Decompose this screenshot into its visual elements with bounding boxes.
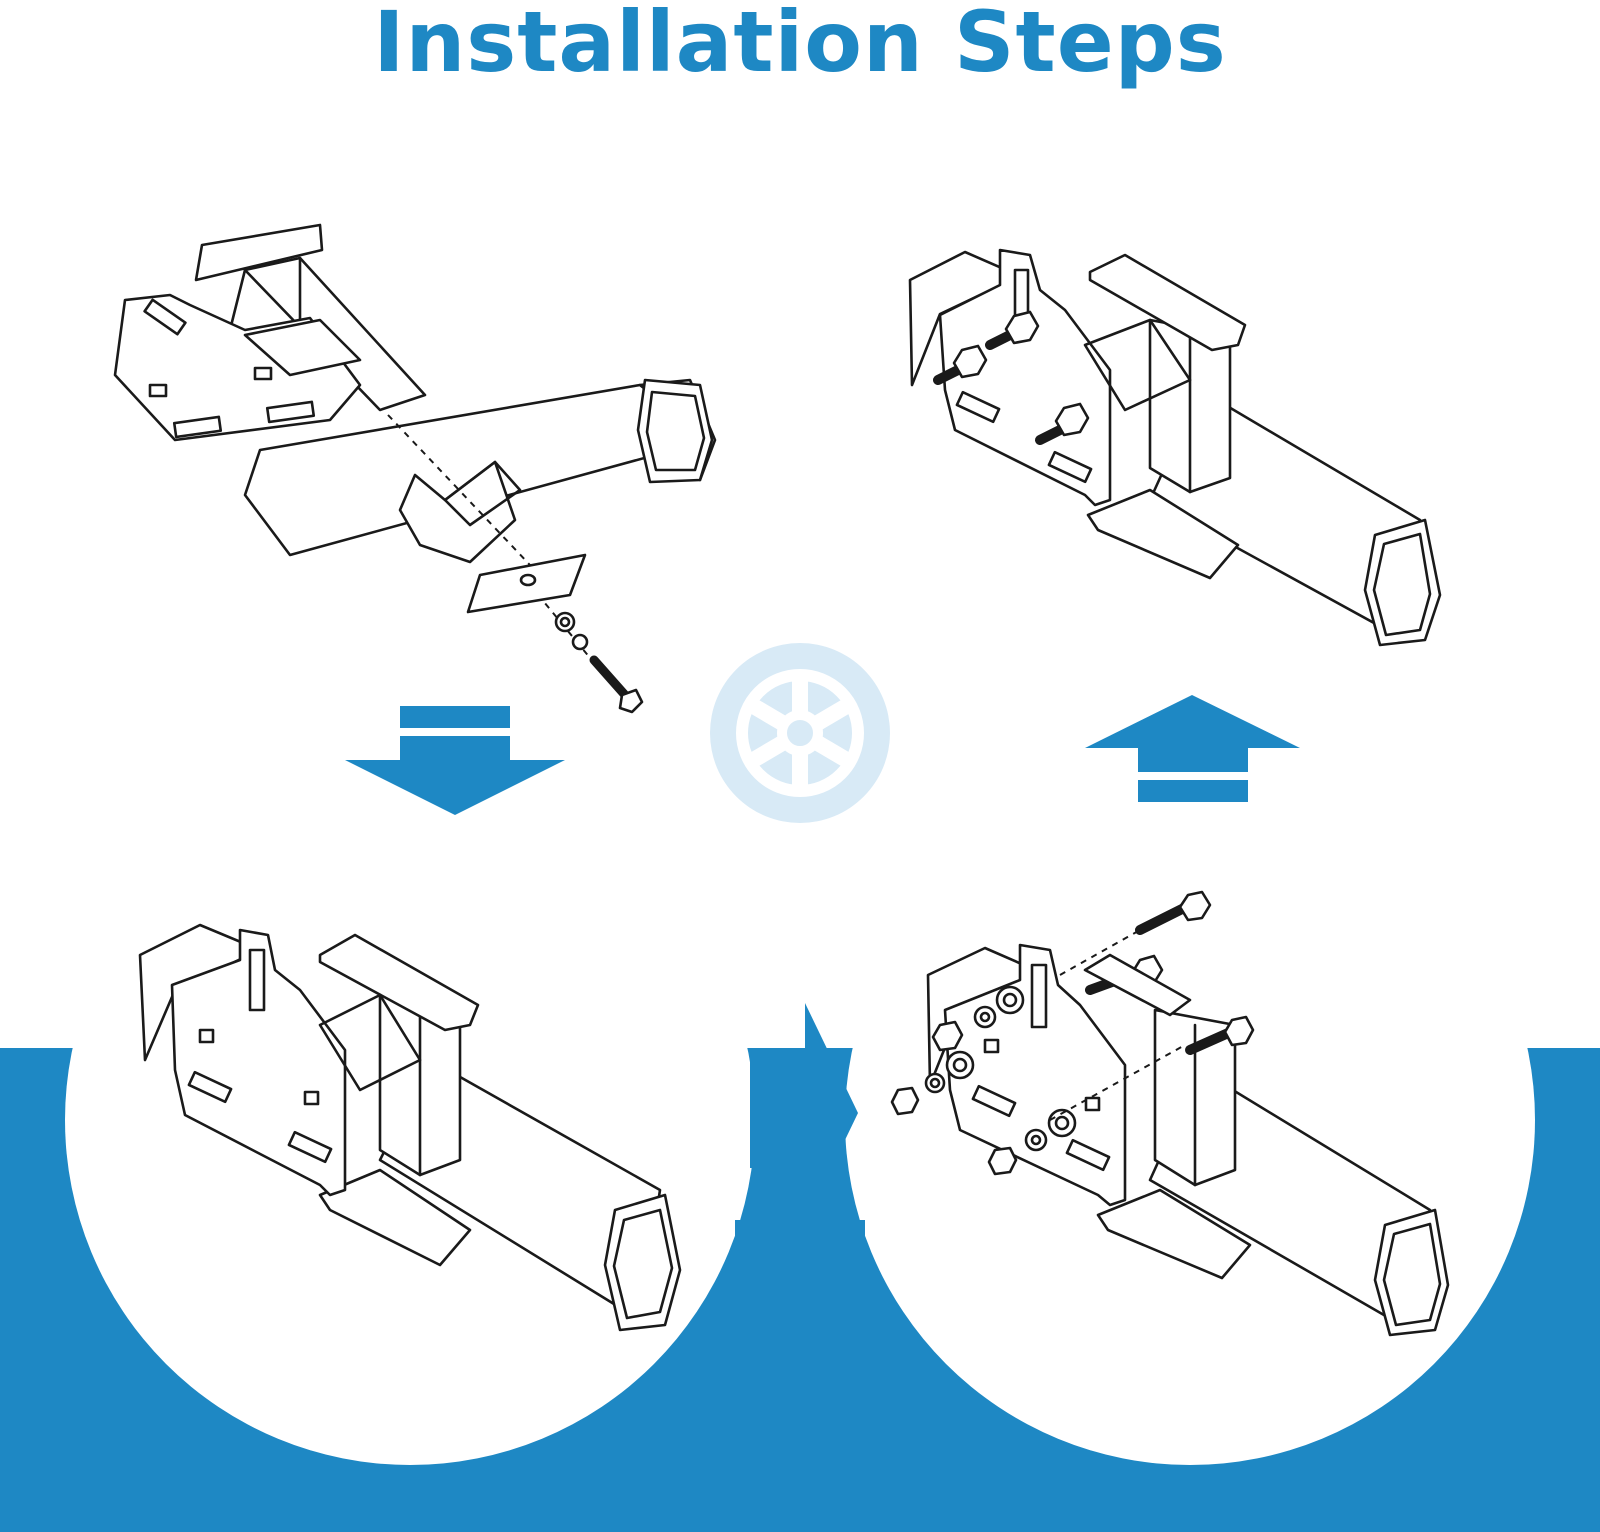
step-3-illustration xyxy=(890,890,1450,1337)
step-1-illustration xyxy=(113,223,717,714)
step-2-illustration xyxy=(138,923,682,1332)
step-4-illustration xyxy=(908,248,1442,647)
wheel-icon xyxy=(710,643,890,823)
arrow-right-icon xyxy=(750,1003,858,1223)
arrow-up-icon xyxy=(1085,695,1300,802)
page-title: Installation Steps xyxy=(373,0,1227,91)
arrow-down-icon xyxy=(345,706,565,815)
